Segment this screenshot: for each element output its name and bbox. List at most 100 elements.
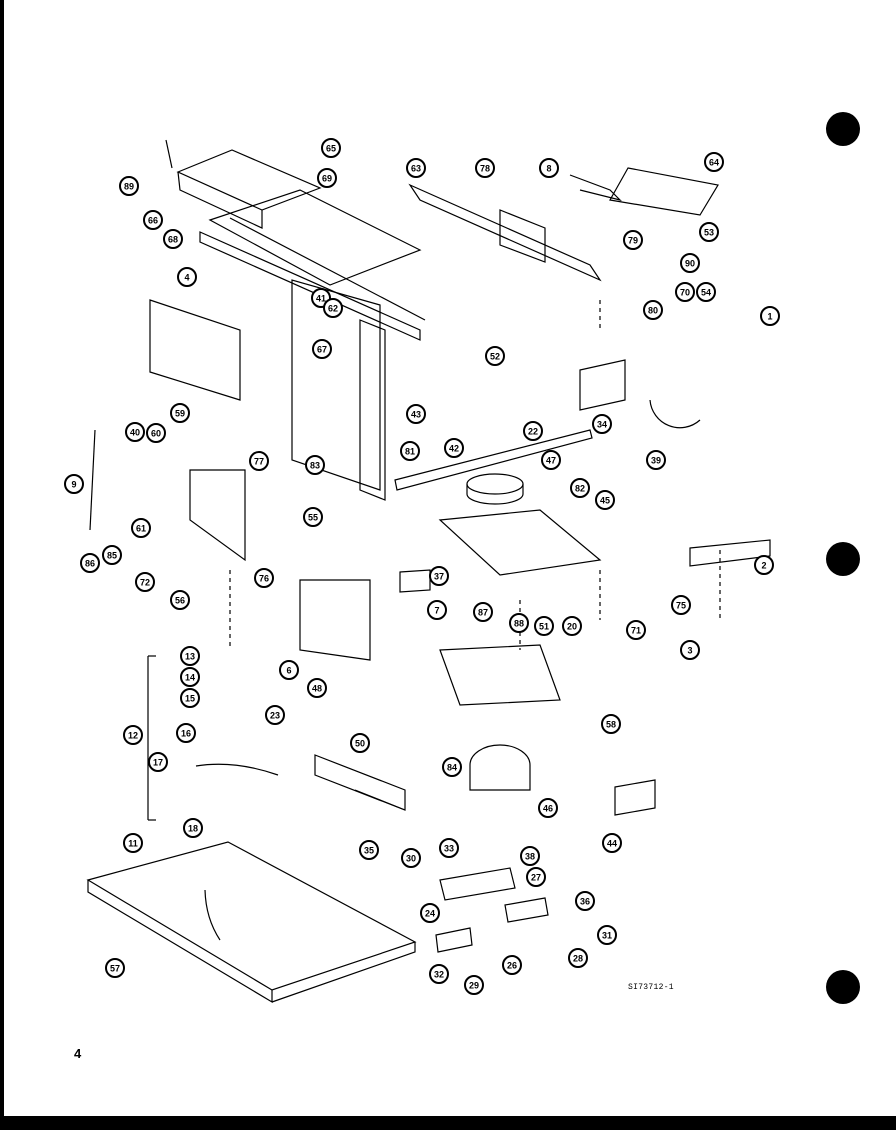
callout-circle [562,616,582,636]
callout-label: 88 [514,619,524,629]
callout-label: 68 [168,235,178,245]
callout-51: 51 [534,616,554,636]
callout-label: 71 [631,626,641,636]
callout-circle [125,422,145,442]
callout-88: 88 [509,613,529,633]
callout-label: 42 [449,444,459,454]
callout-7: 7 [427,600,447,620]
callout-label: 87 [478,608,488,618]
callout-label: 66 [148,216,158,226]
callout-label: 61 [136,524,146,534]
callout-label: 57 [110,964,120,974]
latch-assembly [439,867,516,901]
page-number: 4 [74,1046,82,1061]
callout-label: 7 [434,606,439,616]
callout-circle [148,752,168,772]
callout-circle [180,646,200,666]
callout-59: 59 [170,403,190,423]
callout-label: 37 [434,572,444,582]
lower-tray [438,509,602,576]
bracket-plate [609,167,719,216]
callout-label: 86 [85,559,95,569]
callout-label: 13 [185,652,195,662]
callout-75: 75 [671,595,691,615]
callout-circle [177,267,197,287]
callout-circle [646,450,666,470]
callout-circle [473,602,493,622]
callout-77: 77 [249,451,269,471]
callout-circle [760,306,780,326]
callout-label: 52 [490,352,500,362]
callout-32: 32 [429,964,449,984]
callout-circle [307,678,327,698]
callout-85: 85 [102,545,122,565]
callout-circle [427,600,447,620]
callout-label: 38 [525,852,535,862]
callout-circle [163,229,183,249]
callout-circle [183,818,203,838]
callout-53: 53 [699,222,719,242]
callout-circle [538,798,558,818]
callout-43: 43 [406,404,426,424]
callout-circle [303,507,323,527]
callout-29: 29 [464,975,484,995]
callout-label: 46 [543,804,553,814]
callout-circle [699,222,719,242]
right-rail [689,539,771,567]
callout-50: 50 [350,733,370,753]
callout-circle [249,451,269,471]
callout-circle [254,568,274,588]
callout-label: 78 [480,164,490,174]
callout-9: 9 [64,474,84,494]
callout-2: 2 [754,555,774,575]
callout-label: 56 [175,596,185,606]
magnetron [469,744,531,791]
left-frame-border [0,0,4,1130]
callout-circle [135,572,155,592]
callout-label: 72 [140,578,150,588]
callout-label: 82 [575,484,585,494]
callout-circle [526,867,546,887]
callout-circle [321,138,341,158]
callout-label: 27 [531,873,541,883]
callout-circle [350,733,370,753]
callout-circle [534,616,554,636]
callout-circle [323,298,343,318]
callout-label: 17 [153,758,163,768]
callout-69: 69 [317,168,337,188]
callout-label: 41 [316,294,326,304]
callout-label: 12 [128,731,138,741]
callout-label: 81 [405,447,415,457]
callout-circle [568,948,588,968]
callout-label: 8 [546,164,551,174]
callout-circle [143,210,163,230]
callout-label: 50 [355,739,365,749]
callout-circle [180,688,200,708]
callout-24: 24 [420,903,440,923]
callout-label: 40 [130,428,140,438]
callout-label: 75 [676,601,686,611]
top-shelf-plate [208,189,422,286]
callout-label: 23 [270,711,280,721]
top-cover-panel [176,149,322,211]
callout-circle [119,176,139,196]
callout-38: 38 [520,846,540,866]
divider-rail [394,429,593,491]
top-plate-right [408,183,602,282]
callout-label: 90 [685,259,695,269]
callout-circle [680,253,700,273]
document-code: SI73712-1 [628,983,674,992]
callout-label: 70 [680,288,690,298]
left-side-panel [149,299,241,401]
callout-circle [671,595,691,615]
callout-label: 26 [507,961,517,971]
callout-circle [502,955,522,975]
callout-label: 28 [573,954,583,964]
callout-label: 55 [308,513,318,523]
callout-label: 34 [597,420,607,430]
callout-57: 57 [105,958,125,978]
callout-circle [105,958,125,978]
callout-label: 53 [704,228,714,238]
callout-68: 68 [163,229,183,249]
